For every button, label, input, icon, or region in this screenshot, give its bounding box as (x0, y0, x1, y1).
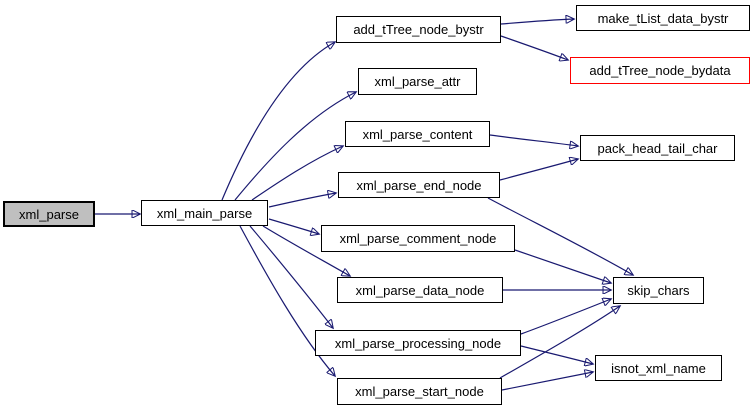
node-xml-parse-comment-node[interactable]: xml_parse_comment_node (321, 225, 515, 252)
node-xml-parse-processing-node[interactable]: xml_parse_processing_node (315, 330, 521, 356)
node-xml-parse-start-node[interactable]: xml_parse_start_node (337, 378, 502, 405)
edge-xml_parse_end_node-pack_head_tail_char (499, 159, 578, 181)
node-xml-parse-content[interactable]: xml_parse_content (345, 121, 490, 147)
edge-xml_parse_processing_node-isnot_xml_name (520, 345, 593, 364)
node-skip-chars[interactable]: skip_chars (613, 277, 704, 304)
node-pack-head-tail-char[interactable]: pack_head_tail_char (580, 135, 735, 161)
edge-add_tTree_node_bystr-make_tList_data_bystr (500, 19, 574, 25)
edge-xml_main_parse-xml_parse_content (251, 146, 343, 201)
edge-xml_main_parse-add_tTree_node_bystr (221, 42, 335, 201)
node-xml-parse-attr[interactable]: xml_parse_attr (358, 68, 477, 95)
edge-xml_main_parse-xml_parse_comment_node (268, 218, 319, 234)
node-xml-parse: xml_parse (3, 201, 95, 227)
node-xml-parse-data-node[interactable]: xml_parse_data_node (337, 277, 503, 303)
node-add-ttree-node-bystr[interactable]: add_tTree_node_bystr (336, 16, 501, 43)
node-add-ttree-node-bydata[interactable]: add_tTree_node_bydata (570, 57, 750, 84)
edge-xml_parse_comment_node-skip_chars (514, 249, 611, 283)
node-xml-main-parse[interactable]: xml_main_parse (141, 200, 268, 226)
edge-xml_parse_processing_node-skip_chars (520, 299, 611, 335)
edge-xml_main_parse-xml_parse_end_node (268, 193, 336, 208)
edge-xml_parse_content-pack_head_tail_char (489, 134, 578, 146)
node-xml-parse-end-node[interactable]: xml_parse_end_node (338, 172, 500, 198)
node-isnot-xml-name[interactable]: isnot_xml_name (595, 355, 722, 381)
node-make-tlist-data-bystr[interactable]: make_tList_data_bystr (576, 5, 750, 31)
edge-add_tTree_node_bystr-add_tTree_node_bydata (500, 35, 568, 60)
edge-xml_parse_start_node-isnot_xml_name (501, 372, 593, 391)
